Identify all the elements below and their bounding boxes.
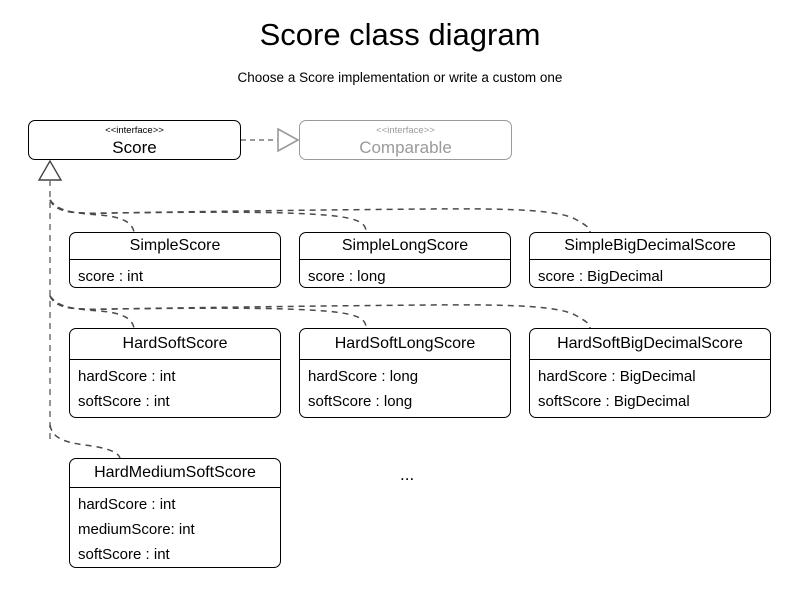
class-attributes: hardScore : long softScore : long [300, 360, 510, 414]
class-attributes: hardScore : BigDecimal softScore : BigDe… [530, 360, 770, 414]
interface-stereotype: <<interface>> [105, 125, 164, 136]
class-name: HardSoftLongScore [334, 335, 476, 352]
interface-box-score[interactable]: <<interface>> Score [28, 120, 241, 160]
class-box-hardsoftscore[interactable]: HardSoftScore hardScore : int softScore … [69, 328, 281, 418]
class-divider [70, 359, 280, 360]
class-divider [70, 259, 280, 260]
interface-box-comparable[interactable]: <<interface>> Comparable [299, 120, 512, 160]
class-divider [530, 259, 770, 260]
class-attributes: score : long [300, 260, 510, 287]
class-name: SimpleScore [129, 237, 221, 254]
branch-to-hardsoftscore [49, 295, 135, 329]
interface-name: Comparable [359, 137, 452, 157]
class-attribute: softScore : BigDecimal [538, 393, 690, 410]
class-name: HardMediumSoftScore [94, 464, 256, 481]
branch-to-simplebigdecimalscore [49, 199, 591, 233]
class-box-simplebigdecimalscore[interactable]: SimpleBigDecimalScore score : BigDecimal [529, 232, 771, 288]
class-divider [300, 359, 510, 360]
class-attribute: softScore : int [78, 393, 170, 410]
realization-score-to-comparable [241, 127, 300, 153]
generalization-arrowhead-icon [37, 159, 63, 181]
class-attributes: score : BigDecimal [530, 260, 770, 287]
branch-to-hardsoftlongscore [49, 295, 367, 329]
class-attribute: hardScore : int [78, 368, 176, 385]
class-attribute: softScore : long [308, 393, 413, 410]
class-name: HardSoftScore [122, 335, 228, 352]
interface-stereotype: <<interface>> [376, 125, 435, 136]
class-attribute: hardScore : BigDecimal [538, 368, 696, 385]
class-attribute: score : long [308, 268, 386, 285]
class-box-simplelongscore[interactable]: SimpleLongScore score : long [299, 232, 511, 288]
class-attributes: hardScore : int softScore : int [70, 360, 280, 414]
class-box-hardmediumsoftscore[interactable]: HardMediumSoftScore hardScore : int medi… [69, 458, 281, 568]
class-divider [300, 259, 510, 260]
branch-to-hardmediumsoftscore [49, 424, 121, 459]
branch-to-hardsoftbigdecimalscore [49, 295, 591, 329]
branch-to-simplescore [49, 199, 135, 233]
page-title: Score class diagram [259, 17, 541, 52]
class-attributes: score : int [70, 260, 280, 287]
more-classes-indicator: ... [400, 465, 415, 484]
class-attribute: mediumScore: int [78, 521, 195, 538]
class-attribute: hardScore : long [308, 368, 419, 385]
class-box-hardsoftbigdecimalscore[interactable]: HardSoftBigDecimalScore hardScore : BigD… [529, 328, 771, 418]
page-subtitle: Choose a Score implementation or write a… [237, 70, 563, 85]
class-name: HardSoftBigDecimalScore [557, 335, 743, 352]
class-attribute: softScore : int [78, 546, 170, 563]
class-divider [70, 487, 280, 488]
interface-name: Score [112, 137, 157, 157]
class-box-simplescore[interactable]: SimpleScore score : int [69, 232, 281, 288]
class-attributes: hardScore : int mediumScore: int softSco… [70, 488, 280, 567]
class-divider [530, 359, 770, 360]
class-box-hardsoftlongscore[interactable]: HardSoftLongScore hardScore : long softS… [299, 328, 511, 418]
class-attribute: score : int [78, 268, 144, 285]
class-name: SimpleBigDecimalScore [564, 237, 736, 254]
class-attribute: hardScore : int [78, 496, 176, 513]
branch-to-simplelongscore [49, 199, 367, 233]
realization-arrowhead-icon [277, 127, 300, 153]
class-attribute: score : BigDecimal [538, 268, 664, 285]
class-name: SimpleLongScore [341, 237, 469, 254]
